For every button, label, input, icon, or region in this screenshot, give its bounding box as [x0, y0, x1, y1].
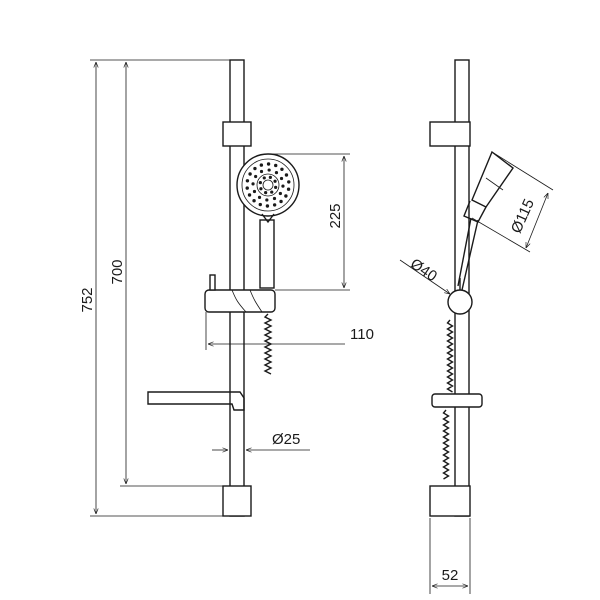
front-bottom-bracket [222, 485, 252, 517]
dim-depth: 52 [429, 518, 471, 594]
dim-knob-diameter: Ø40 [399, 255, 450, 294]
label-rail-diameter: Ø25 [272, 431, 300, 448]
side-knob [447, 278, 473, 315]
label-depth: 52 [442, 567, 459, 584]
side-shower-head [457, 150, 514, 291]
front-top-bracket [222, 121, 252, 147]
dim-rail-diameter: Ø25 [212, 410, 310, 460]
side-hose [442, 319, 454, 480]
dim-rail-length: 700 [109, 62, 230, 487]
label-overall-height: 752 [79, 287, 96, 312]
side-view: Ø115 Ø40 52 [399, 59, 554, 594]
front-slider-holder [204, 274, 276, 313]
label-head-height: 225 [327, 203, 344, 228]
label-arm-reach: 110 [350, 326, 374, 343]
dim-head-height: 225 [268, 153, 350, 291]
front-soap-dish [147, 391, 245, 411]
side-top-bracket [429, 121, 471, 147]
side-bottom-bracket [429, 485, 471, 517]
front-view: 752 700 225 110 Ø25 [79, 59, 374, 517]
shower-handle [259, 219, 275, 289]
label-knob-diameter: Ø40 [407, 255, 440, 285]
side-slider [431, 393, 483, 408]
shower-head-face [236, 153, 300, 217]
dim-overall-height: 752 [79, 59, 230, 517]
label-rail-length: 700 [109, 259, 126, 284]
dim-arm-reach: 110 [205, 312, 374, 350]
